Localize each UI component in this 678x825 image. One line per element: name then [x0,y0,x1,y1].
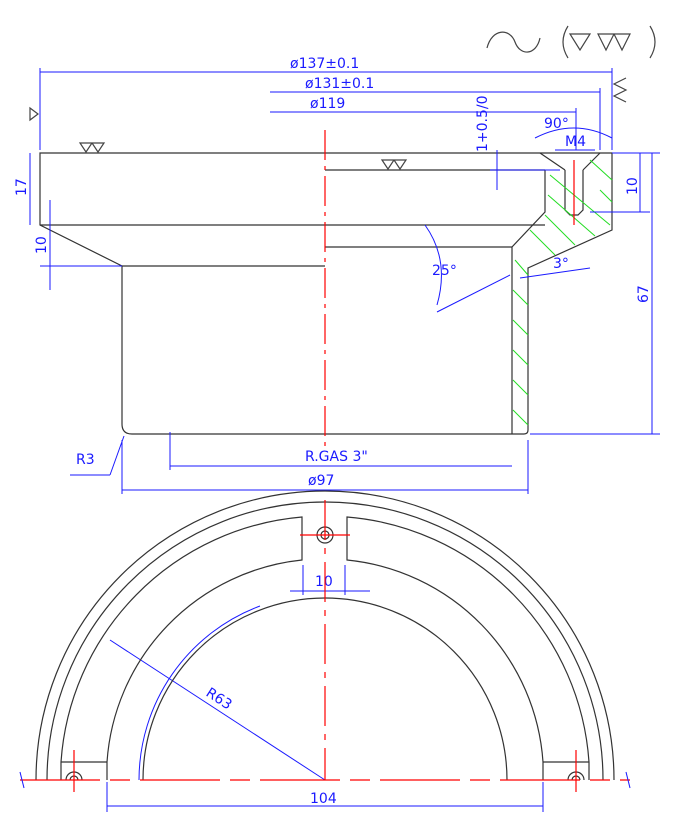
finish-double-triangle-icon-2 [380,159,408,171]
dim-d97: ø97 [308,473,334,489]
dim-d119: ø119 [310,96,345,112]
dim-r63: R63 [203,685,235,713]
finish-side-icon [612,77,628,103]
plan-view [19,490,631,792]
dim-angle3: 3° [553,256,569,272]
dim-slot10: 10 [315,574,333,590]
dim-h10-left: 10 [34,236,50,254]
dim-fillet: R3 [76,452,95,468]
dim-angle90: 90° [544,116,569,132]
dim-w104: 104 [310,791,337,807]
dim-thread-gas: R.GAS 3" [305,449,368,465]
dim-h10-right: 10 [625,177,641,195]
dim-h67: 67 [636,285,652,303]
dim-h17: 17 [14,178,30,196]
dim-d137: ø137±0.1 [290,56,359,72]
dim-tol: 1+0.5/0 [475,95,491,152]
hatch [512,159,613,426]
surface-roughness-symbol [486,25,656,59]
section-view [39,130,613,450]
finish-triangle-icon [29,106,39,122]
finish-double-triangle-icon [78,142,106,154]
dim-thread: M4 [565,134,586,150]
dim-angle25: 25° [432,263,457,279]
dim-d131: ø131±0.1 [305,76,374,92]
dimensions [29,68,660,812]
